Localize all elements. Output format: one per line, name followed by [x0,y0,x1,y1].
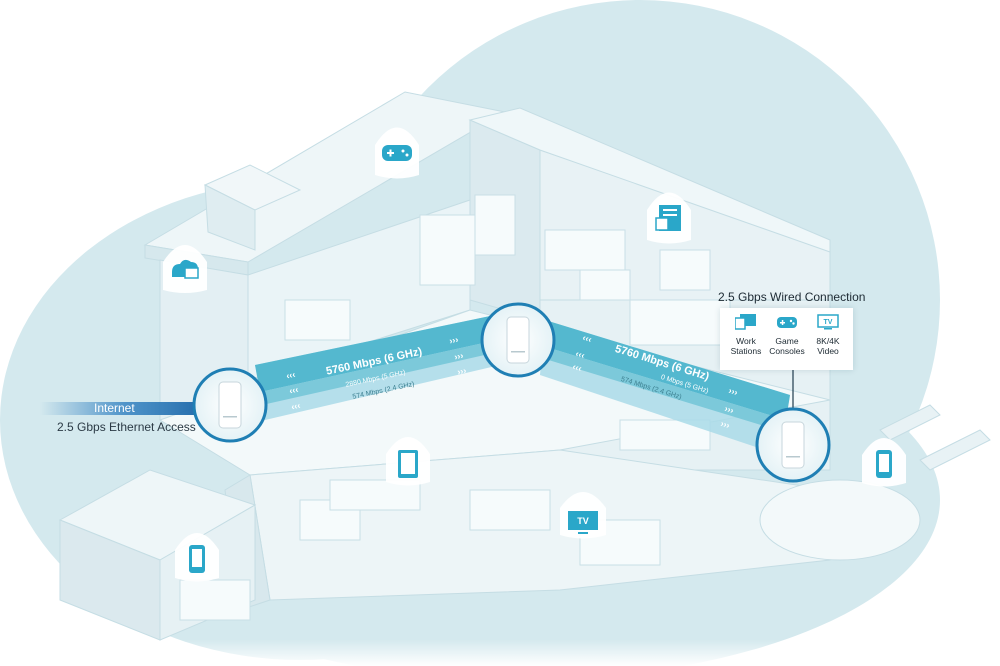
wired-item-label: Work Stations [730,336,762,356]
wired-devices-box: Work Stations Game Consoles TV 8K/4K Vid… [720,308,853,370]
svg-text:›››: ››› [448,334,459,346]
ethernet-access-label: 2.5 Gbps Ethernet Access [57,420,196,434]
svg-text:›››: ››› [456,365,467,377]
gamepad-icon [375,127,419,179]
svg-text:‹‹‹: ‹‹‹ [290,400,301,412]
wired-connection-title: 2.5 Gbps Wired Connection [718,290,866,304]
workstation-icon [647,192,691,244]
wired-item-game-consoles: Game Consoles [765,314,809,356]
link-arrows: ‹‹‹ ››› ‹‹‹ ››› ‹‹‹ ››› ‹‹‹ ››› ‹‹‹ ››› … [285,332,739,430]
mesh-node-left [192,367,268,443]
svg-text:‹‹‹: ‹‹‹ [285,369,296,381]
gamepad-icon [777,317,797,328]
bottom-fade [0,560,1000,666]
svg-text:‹‹‹: ‹‹‹ [574,348,586,360]
wired-item-label: Game Consoles [769,336,805,356]
svg-text:›››: ››› [453,350,464,362]
cloud-folder-icon [163,245,207,293]
phone-icon [862,438,906,487]
svg-text:‹‹‹: ‹‹‹ [288,384,299,396]
left-wifi-link [255,315,500,420]
tv-icon: TV [817,314,839,330]
tv-badge-text: TV [577,516,589,526]
tv-icon: TV [560,492,606,539]
mesh-node-center [480,302,556,378]
svg-text:TV: TV [824,319,833,326]
wired-item-label: 8K/4K Video [816,336,840,356]
svg-text:›››: ››› [727,385,739,397]
workstation-icon [734,314,756,330]
wired-item-workstations: Work Stations [724,314,768,356]
internet-bar [40,402,208,415]
svg-text:‹‹‹: ‹‹‹ [581,332,593,344]
right-wifi-link [540,320,790,455]
svg-text:›››: ››› [719,418,731,430]
internet-label: Internet [94,401,135,415]
svg-text:‹‹‹: ‹‹‹ [571,361,583,373]
tablet-icon [386,437,430,486]
mesh-node-right [755,407,831,483]
wired-item-video: TV 8K/4K Video [806,314,850,356]
svg-text:›››: ››› [723,403,735,415]
